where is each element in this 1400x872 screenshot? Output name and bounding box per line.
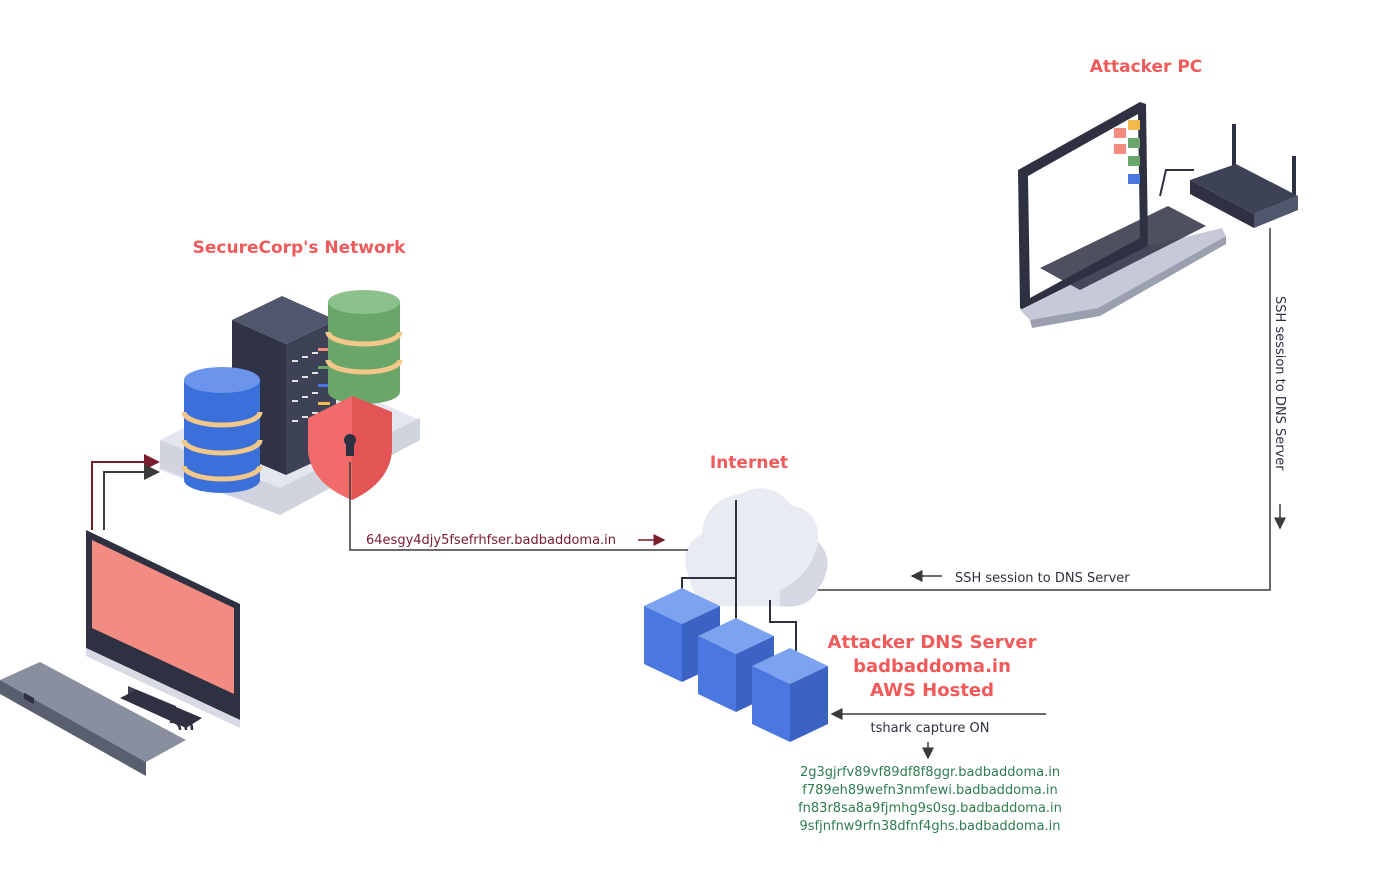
captured-query: 2g3gjrfv89vf89df8f8ggr.badbaddoma.in — [800, 765, 1060, 780]
captured-query: 9sfjnfnw9rfn38dfnf4ghs.badbaddoma.in — [800, 819, 1061, 834]
keyboard-icon — [0, 662, 186, 776]
blue-database-icon — [181, 367, 263, 493]
ssh-horizontal-label: SSH session to DNS Server — [955, 571, 1130, 586]
wifi-icon — [169, 708, 194, 731]
router-icon — [1190, 124, 1298, 228]
title-dns-server: Attacker DNS Server — [828, 632, 1037, 653]
ssh-path-line — [818, 228, 1271, 591]
green-database-icon — [325, 290, 403, 404]
server-unit-3-icon — [752, 648, 828, 742]
workstation-to-network-line-2 — [103, 464, 160, 530]
securecorp-network — [160, 290, 420, 515]
ssh-vertical-label: SSH session to DNS Server — [1272, 296, 1287, 471]
network-to-internet-line — [349, 462, 688, 551]
captured-query: f789eh89wefn3nmfewi.badbaddoma.in — [802, 783, 1058, 798]
title-internet: Internet — [710, 453, 788, 473]
title-securecorp: SecureCorp's Network — [193, 238, 406, 258]
workstation-to-network-line-1 — [91, 454, 160, 530]
monitor-icon — [86, 530, 240, 728]
captured-queries-list: 2g3gjrfv89vf89df8f8ggr.badbaddoma.in f78… — [798, 765, 1062, 834]
exfil-query-label: 64esgy4djy5fsefrhfser.badbaddoma.in — [366, 533, 616, 548]
title-attacker-pc: Attacker PC — [1090, 57, 1203, 77]
laptop-router-cable — [1159, 169, 1194, 197]
attacker-laptop-icon — [1018, 102, 1226, 328]
internet-cloud-icon — [685, 488, 828, 607]
title-dns-domain: badbaddoma.in — [853, 656, 1011, 677]
connectors — [91, 228, 1286, 760]
security-shield-icon — [308, 396, 392, 500]
tshark-label: tshark capture ON — [871, 721, 990, 736]
attacker-dns-servers — [644, 500, 828, 742]
captured-query: fn83r8sa8a9fjmhg9s0sg.badbaddoma.in — [798, 801, 1062, 816]
title-dns-host: AWS Hosted — [870, 680, 994, 701]
victim-workstation — [0, 530, 240, 776]
